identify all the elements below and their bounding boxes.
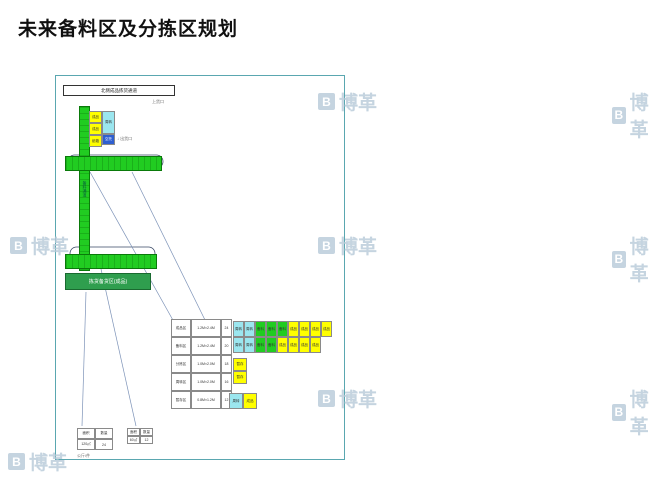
- block-cell: 成品: [89, 123, 102, 135]
- table-b-cell: 数量: [140, 428, 153, 436]
- zone-color-grid: 周转周转备料备料备料成品成品成品成品周转周转备料备料成品成品成品成品: [233, 321, 332, 353]
- table-cell: 24: [221, 319, 232, 337]
- rack-row-2: [65, 254, 157, 269]
- load-port-label: 上货口: [152, 99, 164, 104]
- table-a-caption: 公斤/件: [77, 453, 91, 458]
- stack-cell: 暂存: [233, 371, 247, 384]
- page-title: 未来备料区及分拣区规划: [18, 19, 239, 40]
- layout-plan: 北侧成品拣货通道 上货口 ↓ 出货口 备料通道 拣货备货区(成品) 成品成品纸箱…: [55, 75, 345, 460]
- table-b-cell: 面积: [127, 428, 140, 436]
- grid-cell: 成品: [310, 337, 321, 353]
- grid-cell: 成品: [321, 321, 332, 337]
- grid-cell: 成品: [310, 321, 321, 337]
- table-a-cell: 数量: [95, 428, 113, 439]
- table-cell: 周转区: [171, 373, 191, 391]
- table-cell: 20: [221, 337, 232, 355]
- grid-cell: 周转: [244, 321, 255, 337]
- watermark-text: 博革: [629, 93, 649, 141]
- grid-cell: 成品: [277, 337, 288, 353]
- grid-cell: 备料: [255, 337, 266, 353]
- table-cell: 备料区: [171, 337, 191, 355]
- stack-cell: 暂存: [233, 358, 247, 371]
- pair-cell: 周转: [229, 393, 243, 409]
- grid-cell: 成品: [299, 337, 310, 353]
- pick-staging-area: 拣货备货区(成品): [65, 273, 151, 290]
- table-cell: 1.2M×2.4M: [191, 319, 221, 337]
- table-a-cell: 面积: [77, 428, 95, 439]
- top-left-yellow-blocks: 成品成品纸箱: [89, 111, 102, 147]
- table-cell: 18: [221, 355, 232, 373]
- grid-cell: 成品: [288, 337, 299, 353]
- rack-row-1: [65, 156, 162, 171]
- grid-row: 周转周转备料备料成品成品成品成品: [233, 337, 332, 353]
- grid-cell: 成品: [299, 321, 310, 337]
- grid-cell: 周转: [233, 321, 244, 337]
- unload-port-label: ↓ 出货口: [117, 136, 133, 141]
- table-cell: 分拣区: [171, 355, 191, 373]
- watermark: B 博革: [612, 385, 660, 439]
- watermark-text: 博革: [629, 390, 649, 438]
- table-b-cell: 12: [140, 436, 153, 444]
- prep-aisle-label: 备料通道: [82, 180, 88, 197]
- table-cell: 16: [221, 373, 232, 391]
- boge-logo-icon: B: [612, 106, 626, 124]
- leader-line: [100, 268, 137, 427]
- leader-line: [131, 171, 207, 323]
- grid-cell: 备料: [255, 321, 266, 337]
- grid-row: 周转周转备料备料备料成品成品成品成品: [233, 321, 332, 337]
- yellow-cell-stack: 暂存暂存: [233, 358, 247, 384]
- boge-logo-icon: B: [8, 453, 25, 470]
- grid-cell: 备料: [266, 321, 277, 337]
- table-cell: 0.8M×1.2M: [191, 391, 221, 409]
- block-cell: 成品: [89, 111, 102, 123]
- block-cell: 纸箱: [89, 135, 102, 147]
- watermark: B 博革: [612, 88, 660, 142]
- watermark-text: 博革: [629, 237, 649, 285]
- cyan-block: 周转: [102, 111, 115, 134]
- watermark: B 博革: [612, 232, 660, 286]
- grid-cell: 周转: [244, 337, 255, 353]
- boge-logo-icon: B: [612, 403, 626, 421]
- table-b-cell: 60㎡: [127, 436, 140, 444]
- table-cell: 1.0M×2.0M: [191, 373, 221, 391]
- boge-logo-icon: B: [612, 250, 626, 268]
- prep-aisle-area: 备料通道: [79, 106, 90, 271]
- table-cell: 1.2M×2.4M: [191, 337, 221, 355]
- table-a-cell: 120㎡: [77, 439, 95, 450]
- grid-cell: 备料: [266, 337, 277, 353]
- table-cell: 成品区: [171, 319, 191, 337]
- boge-logo-icon: B: [10, 237, 27, 254]
- leader-line: [89, 171, 175, 323]
- blue-block: 空托: [102, 134, 115, 145]
- grid-cell: 成品: [288, 321, 299, 337]
- north-aisle-bar: 北侧成品拣货通道: [63, 85, 175, 96]
- grid-cell: 备料: [277, 321, 288, 337]
- grid-cell: 周转: [233, 337, 244, 353]
- table-cell: 1.0M×2.0M: [191, 355, 221, 373]
- table-cell: 暂存区: [171, 391, 191, 409]
- leader-line: [81, 291, 87, 427]
- pair-cell: 成品: [243, 393, 257, 409]
- bottom-cell-pair: 周转成品: [229, 393, 257, 409]
- table-a-cell: 24: [95, 439, 113, 450]
